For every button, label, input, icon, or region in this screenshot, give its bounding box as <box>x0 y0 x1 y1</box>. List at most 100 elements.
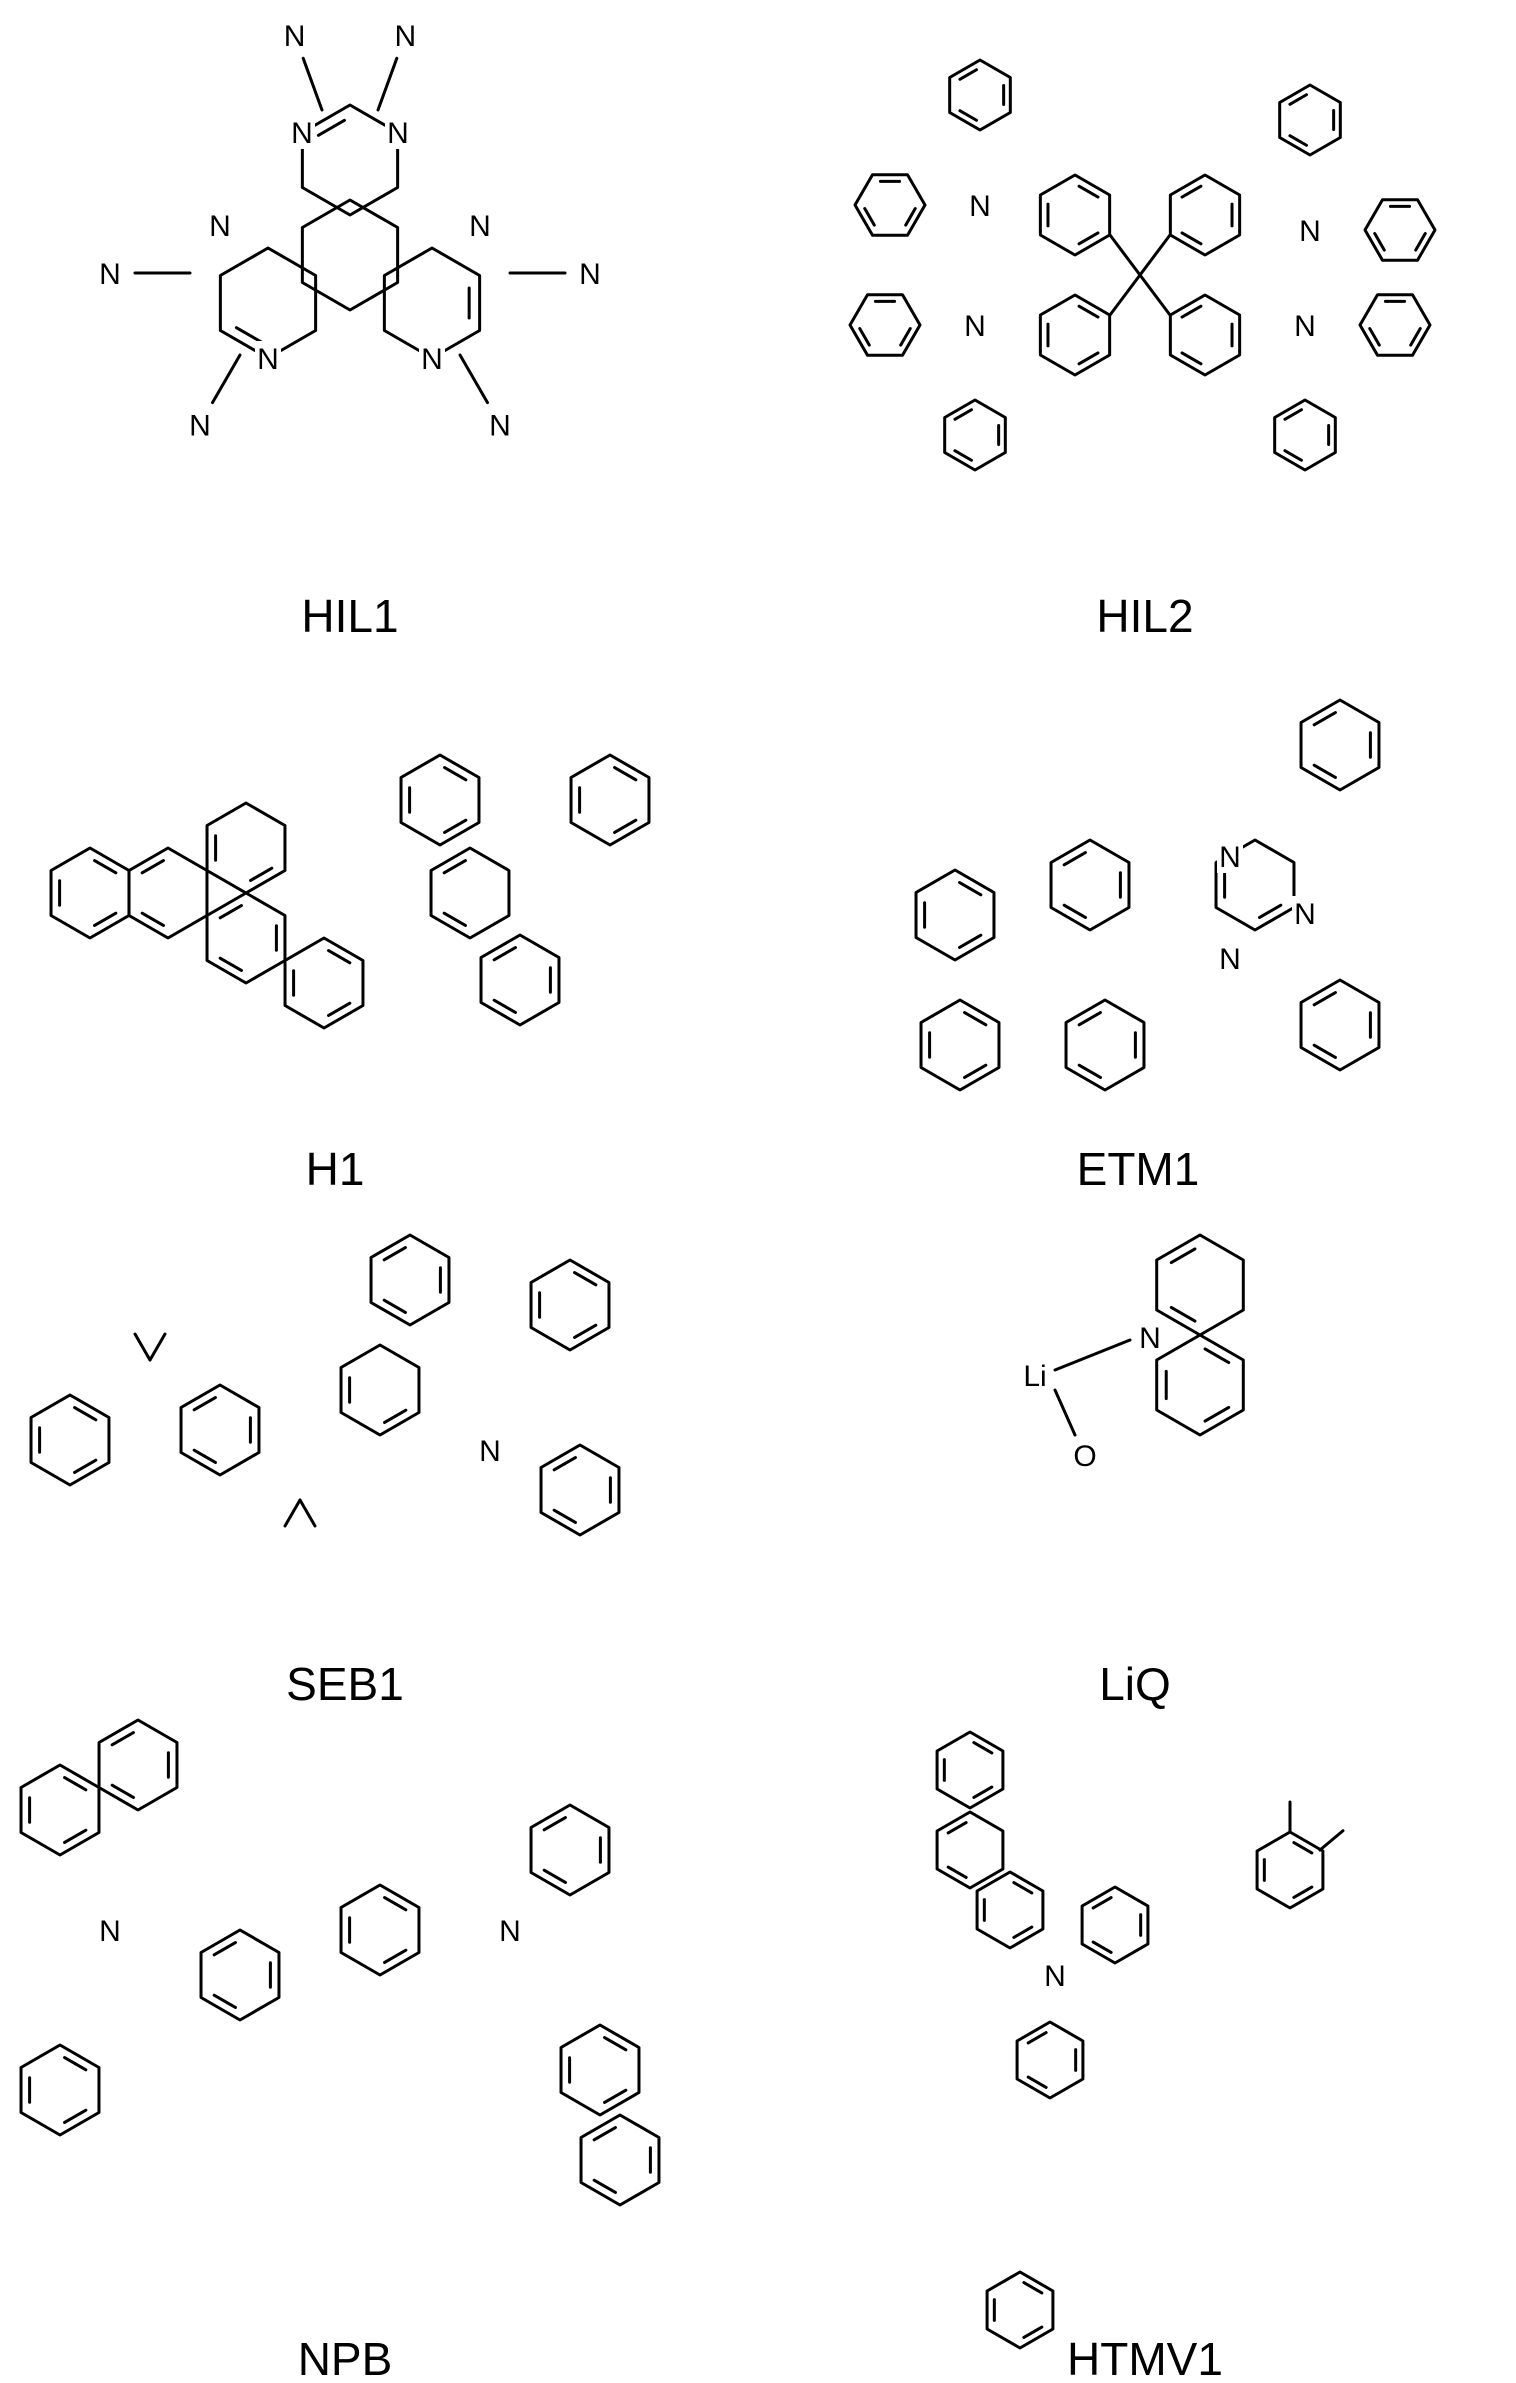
atom-nitrogen: N <box>469 210 491 243</box>
atom-nitrogen: N <box>1139 1322 1161 1355</box>
ring <box>21 1765 99 1855</box>
nitrile-bond <box>213 355 241 403</box>
ring <box>21 2045 99 2135</box>
nitrile-n: N <box>395 20 417 53</box>
atom-nitrogen: N <box>99 1915 121 1948</box>
ring <box>977 1872 1043 1948</box>
ring <box>571 755 649 845</box>
caption-hil2: HIL2 <box>1096 590 1193 642</box>
ring <box>1257 1832 1323 1908</box>
ring <box>937 1732 1003 1808</box>
caption-liq: LiQ <box>1099 1658 1171 1710</box>
atom-nitrogen: N <box>969 190 991 223</box>
ring <box>531 1260 609 1350</box>
nitrile-n: N <box>489 409 511 442</box>
structure-hil2: N N N N <box>850 60 1435 470</box>
ring <box>1365 200 1435 261</box>
ring <box>1170 175 1239 255</box>
ring <box>1157 1335 1244 1435</box>
atom-nitrogen: N <box>499 1915 521 1948</box>
ring <box>181 1385 259 1475</box>
coordination-bond <box>1055 1390 1075 1435</box>
atom-nitrogen: N <box>291 117 313 150</box>
bond <box>1140 275 1170 315</box>
ring <box>1301 700 1379 790</box>
atom-nitrogen: N <box>421 343 443 376</box>
ring <box>1170 295 1239 375</box>
structure-etm1: N N N <box>916 700 1379 1090</box>
ring <box>541 1445 619 1535</box>
ring <box>341 1885 419 1975</box>
ring <box>921 1000 999 1090</box>
caption-npb: NPB <box>298 2333 393 2383</box>
ring <box>531 1805 609 1895</box>
structure-htmv1: N <box>937 1732 1343 2348</box>
nitrile-bond <box>378 58 397 110</box>
bond <box>1110 235 1140 275</box>
ring <box>1082 1887 1148 1963</box>
ring <box>341 1345 419 1435</box>
bond <box>1140 235 1170 275</box>
bond <box>1110 275 1140 315</box>
atom-nitrogen: N <box>387 117 409 150</box>
caption-htmv1: HTMV1 <box>1067 2333 1223 2383</box>
ring <box>285 938 363 1028</box>
ring <box>581 2115 659 2205</box>
ring <box>201 1930 279 2020</box>
ring <box>1275 400 1336 470</box>
atom-lithium: Li <box>1023 1360 1046 1393</box>
nitrile-n: N <box>99 258 121 291</box>
atom-nitrogen: N <box>479 1435 501 1468</box>
ring <box>1040 175 1109 255</box>
ring <box>129 848 207 938</box>
atom-nitrogen: N <box>964 310 986 343</box>
ring <box>1051 840 1129 930</box>
ring <box>207 803 285 893</box>
caption-seb1: SEB1 <box>286 1658 404 1710</box>
ring <box>1066 1000 1144 1090</box>
ring <box>1017 2022 1083 2098</box>
ring <box>1301 980 1379 1070</box>
caption-h1: H1 <box>306 1143 365 1195</box>
ring <box>950 60 1011 130</box>
ring <box>1157 1235 1244 1335</box>
atom-nitrogen: N <box>1219 943 1241 976</box>
ring <box>987 2272 1053 2348</box>
caption-etm1: ETM1 <box>1077 1143 1200 1195</box>
methyl-bond <box>135 1334 150 1360</box>
nitrile-n: N <box>579 258 601 291</box>
nitrile-bond <box>303 58 322 110</box>
ring <box>1360 295 1430 356</box>
atom-nitrogen: N <box>1219 841 1241 874</box>
atom-nitrogen: N <box>1294 310 1316 343</box>
caption-hil1: HIL1 <box>301 590 398 642</box>
atom-nitrogen: N <box>1294 898 1316 931</box>
methyl-bond <box>1320 1831 1343 1850</box>
ring <box>481 935 559 1025</box>
atom-nitrogen: N <box>209 210 231 243</box>
ring <box>401 755 479 845</box>
ring <box>855 175 925 236</box>
atom-nitrogen: N <box>1299 215 1321 248</box>
ring <box>371 1235 449 1325</box>
nitrile-bond <box>460 355 488 403</box>
ring <box>561 2025 639 2115</box>
ring <box>99 1720 177 1810</box>
structure-npb: NN <box>21 1720 659 2205</box>
atom-nitrogen: N <box>1044 1960 1066 1993</box>
nitrile-n: N <box>189 409 211 442</box>
ring <box>945 400 1006 470</box>
nitrile-n: N <box>284 20 306 53</box>
structure-h1 <box>51 755 649 1028</box>
ring <box>1280 85 1341 155</box>
methyl-bond <box>150 1334 165 1360</box>
ring <box>916 870 994 960</box>
ring <box>850 295 920 356</box>
atom-oxygen: O <box>1073 1440 1096 1473</box>
structure-liq: N O Li <box>1022 1235 1243 1473</box>
ring <box>937 1812 1003 1888</box>
methyl-bond <box>285 1500 300 1526</box>
structure-hil1: NNNNNNNNNNNN <box>97 18 603 442</box>
coordination-bond <box>1055 1340 1130 1370</box>
